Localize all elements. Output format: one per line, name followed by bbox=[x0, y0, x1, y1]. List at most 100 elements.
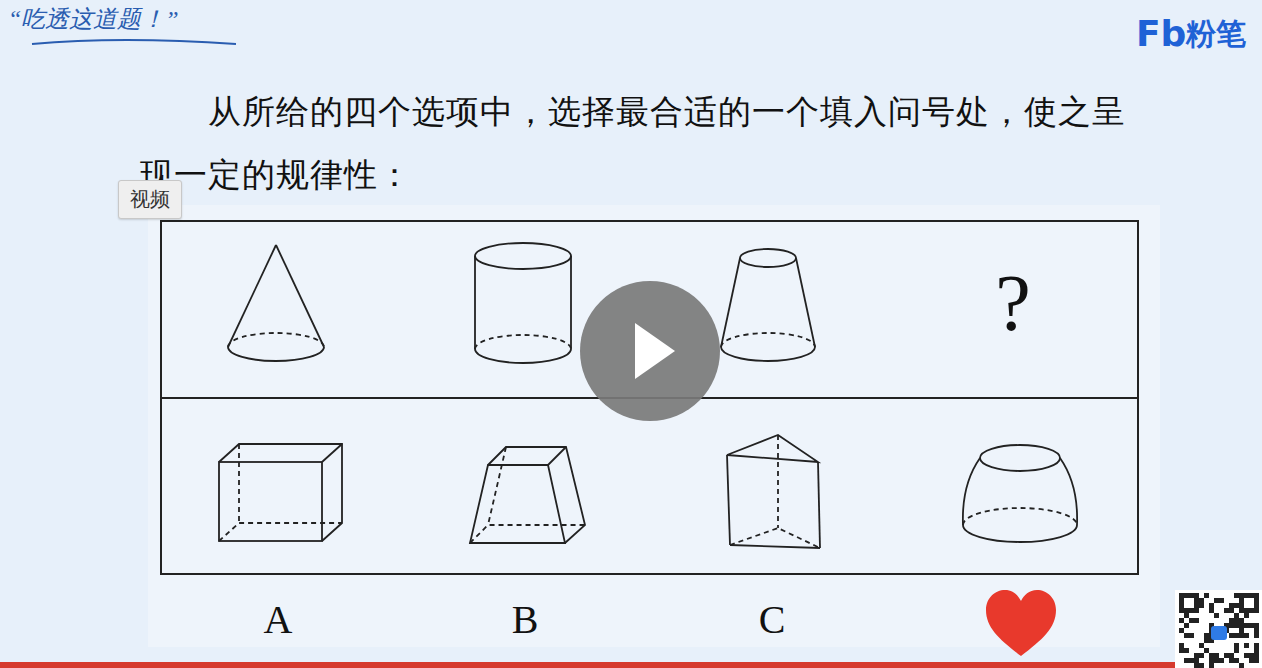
qr-module bbox=[1234, 648, 1239, 653]
qr-module bbox=[1194, 608, 1199, 613]
qr-module bbox=[1239, 593, 1244, 598]
cone bbox=[228, 245, 324, 361]
bulged-frustum bbox=[963, 445, 1077, 542]
qr-module bbox=[1209, 653, 1214, 658]
qr-module bbox=[1194, 658, 1199, 663]
qr-module bbox=[1234, 658, 1239, 663]
qr-module bbox=[1254, 603, 1259, 608]
qr-module bbox=[1184, 648, 1189, 653]
qr-module bbox=[1184, 593, 1189, 598]
node-text: 视频 bbox=[130, 186, 170, 213]
qr-module bbox=[1229, 608, 1234, 613]
qr-module bbox=[1199, 643, 1204, 648]
qr-module bbox=[1184, 603, 1189, 608]
qr-module bbox=[1249, 658, 1254, 663]
qr-module bbox=[1249, 603, 1254, 608]
qr-module bbox=[1189, 658, 1194, 663]
qr-module bbox=[1229, 618, 1234, 623]
video-tag: 视频 bbox=[118, 180, 182, 219]
logo-text: 粉笔 bbox=[1186, 17, 1246, 50]
qr-module bbox=[1249, 608, 1254, 613]
qr-module bbox=[1244, 633, 1249, 638]
qr-module bbox=[1194, 603, 1199, 608]
qr-module bbox=[1179, 648, 1184, 653]
qr-module bbox=[1194, 663, 1199, 668]
cylinder bbox=[475, 243, 571, 363]
qr-module bbox=[1249, 598, 1254, 603]
qr-module bbox=[1239, 618, 1244, 623]
question-text: 从所给的四个选项中，选择最合适的一个填入问号处，使之呈现一定的规律性： bbox=[140, 80, 1152, 206]
heart-icon bbox=[986, 590, 1056, 656]
qr-module bbox=[1194, 593, 1199, 598]
qr-module bbox=[1179, 608, 1184, 613]
qr-module bbox=[1244, 653, 1249, 658]
qr-module bbox=[1184, 598, 1189, 603]
qr-module bbox=[1234, 643, 1239, 648]
qr-module bbox=[1184, 633, 1189, 638]
qr-module bbox=[1224, 653, 1229, 658]
qr-module bbox=[1189, 618, 1194, 623]
qr-module bbox=[1229, 623, 1234, 628]
qr-module bbox=[1254, 658, 1259, 663]
qr-module bbox=[1239, 608, 1244, 613]
qr-module bbox=[1244, 608, 1249, 613]
qr-module bbox=[1179, 643, 1184, 648]
qr-module bbox=[1239, 633, 1244, 638]
qr-module bbox=[1179, 628, 1184, 633]
slogan: “吃透这道题！” bbox=[8, 6, 179, 32]
qr-module bbox=[1189, 608, 1194, 613]
qr-module bbox=[1234, 618, 1239, 623]
qr-module bbox=[1184, 613, 1189, 618]
qr-module bbox=[1249, 653, 1254, 658]
qr-module bbox=[1179, 618, 1184, 623]
qr-module bbox=[1214, 598, 1219, 603]
qr-module bbox=[1189, 603, 1194, 608]
qr-module bbox=[1204, 648, 1209, 653]
qr-module bbox=[1189, 598, 1194, 603]
qr-module bbox=[1239, 628, 1244, 633]
qr-module bbox=[1184, 623, 1189, 628]
qr-module bbox=[1234, 593, 1239, 598]
qr-module bbox=[1254, 593, 1259, 598]
play-button bbox=[580, 281, 720, 421]
qr-module bbox=[1229, 653, 1234, 658]
qr-module bbox=[1179, 593, 1184, 598]
qr-module bbox=[1204, 593, 1209, 598]
qr-module bbox=[1229, 603, 1234, 608]
underline bbox=[32, 40, 236, 44]
qr-module bbox=[1254, 598, 1259, 603]
qr-module bbox=[1189, 593, 1194, 598]
qr-module bbox=[1244, 598, 1249, 603]
qr-module bbox=[1254, 648, 1259, 653]
qr-module bbox=[1214, 658, 1219, 663]
cuboid bbox=[219, 444, 342, 541]
qr-module bbox=[1254, 623, 1259, 628]
qr-module bbox=[1209, 603, 1214, 608]
qr-module bbox=[1214, 613, 1219, 618]
qr-module bbox=[1194, 618, 1199, 623]
qr-module bbox=[1254, 608, 1259, 613]
qr-module bbox=[1214, 653, 1219, 658]
qr-code bbox=[1175, 590, 1262, 668]
qr-module bbox=[1224, 608, 1229, 613]
qr-logo bbox=[1211, 626, 1227, 640]
qr-module bbox=[1244, 593, 1249, 598]
qr-module bbox=[1239, 663, 1244, 668]
qr-module bbox=[1244, 613, 1249, 618]
qr-module bbox=[1249, 623, 1254, 628]
qr-module bbox=[1209, 663, 1214, 668]
qr-module bbox=[1189, 633, 1194, 638]
bottom-bar bbox=[0, 662, 1262, 668]
node-text: ? bbox=[995, 263, 1031, 343]
qr-module bbox=[1184, 608, 1189, 613]
frustum bbox=[721, 249, 815, 361]
qr-module bbox=[1209, 658, 1214, 663]
qr-module bbox=[1244, 603, 1249, 608]
qr-module bbox=[1179, 598, 1184, 603]
qr-module bbox=[1229, 658, 1234, 663]
qr-module bbox=[1194, 598, 1199, 603]
logo-mark: Fb bbox=[1136, 14, 1186, 54]
figure-ground bbox=[148, 205, 1160, 647]
qr-module bbox=[1239, 623, 1244, 628]
qr-module bbox=[1239, 603, 1244, 608]
